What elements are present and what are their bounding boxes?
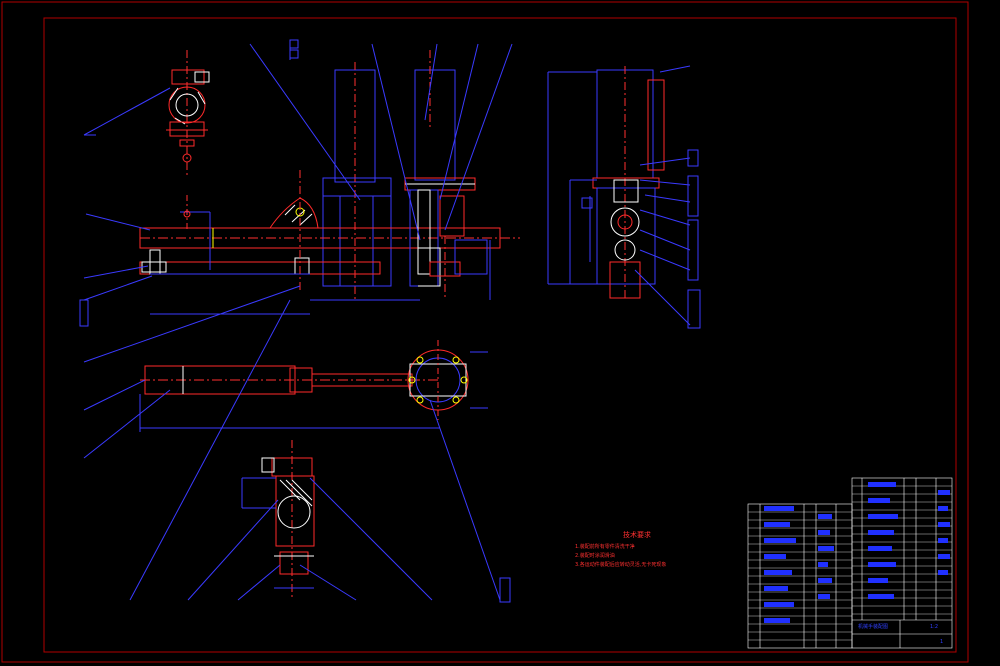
main-front-view (139, 50, 520, 315)
leader-lines (83, 43, 691, 601)
title-block-scale: 1:2 (930, 624, 938, 630)
tech-req-line-3: 3.各运动件装配后应转动灵活,无卡死现象 (575, 561, 666, 568)
outer-frame (1, 1, 969, 663)
title-block-title: 机械手装配图 (858, 623, 888, 630)
bom-cell-block (764, 618, 790, 623)
bom-cell-block (868, 594, 894, 599)
inner-frame (43, 17, 957, 653)
clamp-detail-view (83, 50, 210, 175)
bom-cell-block (818, 578, 832, 583)
bom-cell-block (818, 514, 832, 519)
bom-cell-block (868, 546, 892, 551)
bom-cell-block (764, 538, 796, 543)
bom-rows (748, 485, 952, 641)
bom-cell-block (938, 570, 948, 575)
bom-cell-block (938, 506, 948, 511)
tech-req-line-1: 1.装配前所有零件清洗干净 (575, 543, 635, 550)
title-block-sheet: 1 (940, 639, 943, 645)
bom-cell-block (868, 578, 888, 583)
bom-cell-block (818, 594, 830, 599)
bom-cell-block (868, 498, 890, 503)
tech-req-line-2: 2.装配时涂润滑油 (575, 552, 615, 559)
bom-cell-block (938, 522, 950, 527)
bom-cell-block (764, 522, 790, 527)
technical-requirements: 技术要求 1.装配前所有零件清洗干净 2.装配时涂润滑油 3.各运动件装配后应转… (575, 530, 666, 568)
bom-cell-block (818, 562, 828, 567)
bom-cell-block (868, 482, 896, 487)
bom-cell-block (764, 554, 786, 559)
bom-cell-block (818, 546, 834, 551)
bom-cell-block (938, 538, 948, 543)
plan-view (139, 340, 488, 432)
bom-cell-text (764, 482, 950, 623)
bom-cell-block (938, 490, 950, 495)
bom-cell-block (764, 602, 794, 607)
side-view (547, 66, 665, 300)
bom-cell-block (868, 562, 896, 567)
lower-section-view (241, 440, 315, 600)
bom-cell-block (818, 530, 830, 535)
bom-cell-block (764, 586, 788, 591)
bom-cell-block (938, 554, 950, 559)
bom-cell-block (868, 530, 894, 535)
bom-cell-block (764, 570, 792, 575)
tech-req-title: 技术要求 (623, 530, 651, 539)
bom-cell-block (764, 506, 794, 511)
bom-cell-block (868, 514, 898, 519)
leader-balloon-icon (79, 39, 701, 603)
